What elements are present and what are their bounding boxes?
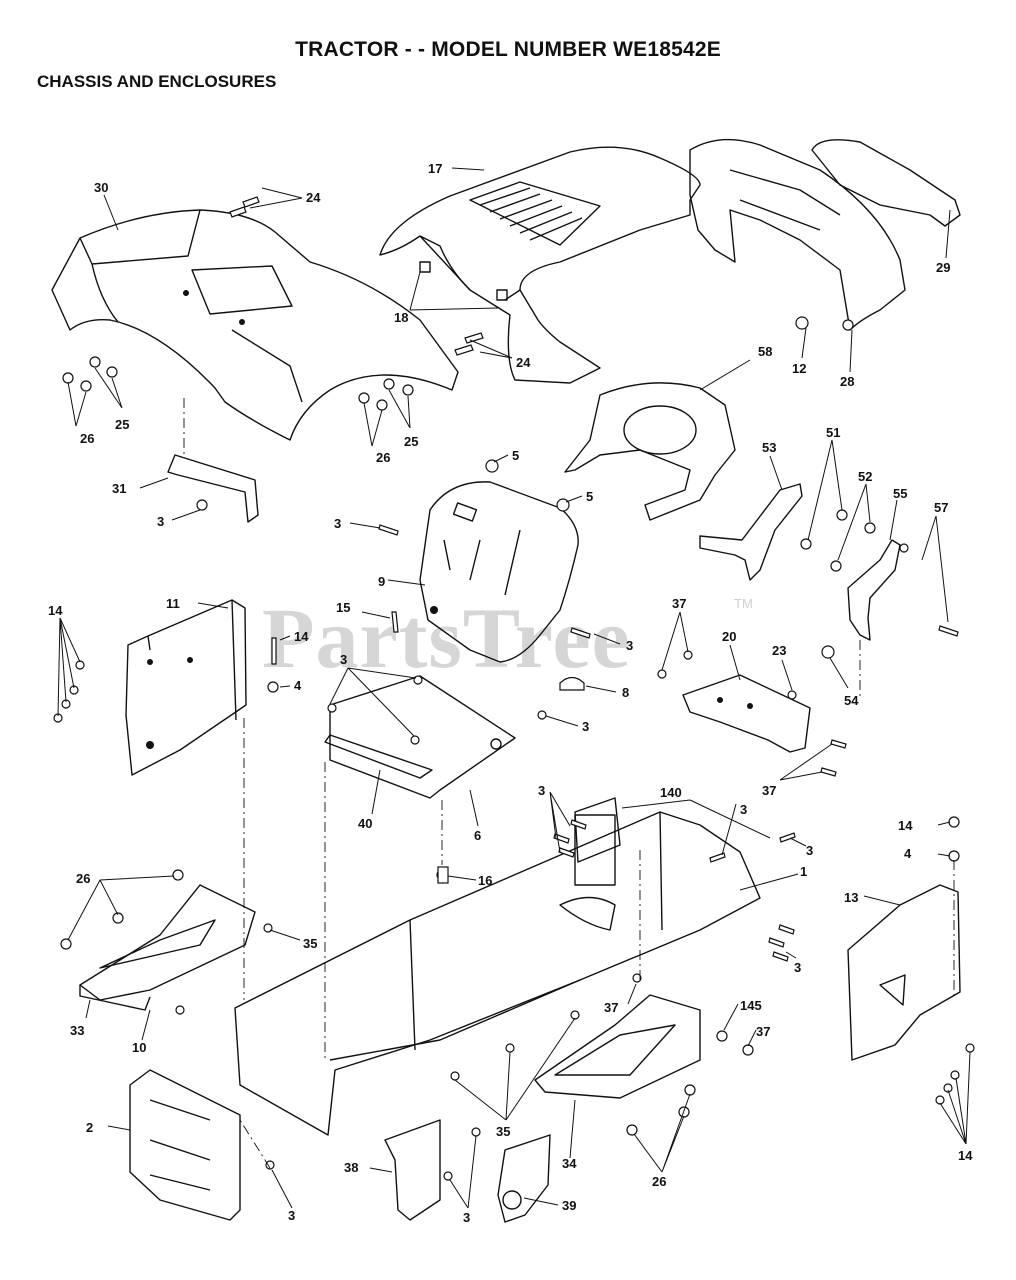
callout-3: 3 xyxy=(334,516,341,531)
callout-25: 25 xyxy=(404,434,418,449)
part-foot-pan-34[interactable] xyxy=(534,994,701,1099)
callout-26: 26 xyxy=(652,1174,666,1189)
callout-16: 16 xyxy=(478,873,492,888)
callout-23: 23 xyxy=(772,643,786,658)
callout-31: 31 xyxy=(112,481,126,496)
callout-30: 30 xyxy=(94,180,108,195)
callout-145: 145 xyxy=(740,998,762,1013)
callout-37: 37 xyxy=(762,783,776,798)
callout-12: 12 xyxy=(792,361,806,376)
callout-5: 5 xyxy=(512,448,519,463)
callout-17: 17 xyxy=(428,161,442,176)
part-side-panel-13[interactable] xyxy=(847,884,961,1061)
callout-54: 54 xyxy=(844,693,859,708)
callout-9: 9 xyxy=(378,574,385,589)
callout-6: 6 xyxy=(474,828,481,843)
callout-labels: 30 24 17 18 24 29 12 28 58 25 26 25 26 5… xyxy=(48,161,973,1225)
part-side-panel-11[interactable] xyxy=(125,599,247,776)
part-bracket-31[interactable] xyxy=(167,454,259,523)
callout-10: 10 xyxy=(132,1040,146,1055)
callout-52: 52 xyxy=(858,469,872,484)
callout-3: 3 xyxy=(288,1208,295,1223)
callout-57: 57 xyxy=(934,500,948,515)
callout-20: 20 xyxy=(722,629,736,644)
callout-40: 40 xyxy=(358,816,372,831)
callout-37: 37 xyxy=(604,1000,618,1015)
callout-53: 53 xyxy=(762,440,776,455)
callout-29: 29 xyxy=(936,260,950,275)
callout-33: 33 xyxy=(70,1023,84,1038)
callout-58: 58 xyxy=(758,344,772,359)
part-linkage-53[interactable] xyxy=(699,483,803,581)
callout-3: 3 xyxy=(626,638,633,653)
callout-3: 3 xyxy=(463,1210,470,1225)
callout-25: 25 xyxy=(115,417,129,432)
watermark-logo: PartsTree xyxy=(262,590,631,686)
part-mount-plate-20[interactable] xyxy=(682,674,811,753)
callout-37: 37 xyxy=(672,596,686,611)
callout-39: 39 xyxy=(562,1198,576,1213)
part-bracket-39[interactable] xyxy=(497,1134,551,1223)
callout-3: 3 xyxy=(740,802,747,817)
alignment-lines xyxy=(183,398,955,1169)
part-dash-panel[interactable] xyxy=(419,481,579,663)
part-plate-6[interactable] xyxy=(324,675,516,799)
callout-26: 26 xyxy=(76,871,90,886)
callout-13: 13 xyxy=(844,890,858,905)
callout-2: 2 xyxy=(86,1120,93,1135)
callout-8: 8 xyxy=(622,685,629,700)
part-air-shield[interactable] xyxy=(564,382,736,521)
callout-14: 14 xyxy=(294,629,309,644)
section-subtitle: CHASSIS AND ENCLOSURES xyxy=(37,72,277,91)
callout-14: 14 xyxy=(898,818,913,833)
callout-14: 14 xyxy=(958,1148,973,1163)
callout-3: 3 xyxy=(157,514,164,529)
callout-18: 18 xyxy=(394,310,408,325)
callout-14: 14 xyxy=(48,603,63,618)
callout-35: 35 xyxy=(496,1124,510,1139)
callout-51: 51 xyxy=(826,425,840,440)
callout-28: 28 xyxy=(840,374,854,389)
callout-24: 24 xyxy=(306,190,321,205)
callout-34: 34 xyxy=(562,1156,577,1171)
callout-5: 5 xyxy=(586,489,593,504)
part-linkage-55[interactable] xyxy=(847,539,901,641)
callout-26: 26 xyxy=(376,450,390,465)
callout-55: 55 xyxy=(893,486,907,501)
part-nose-cone[interactable] xyxy=(689,138,961,331)
callout-1: 1 xyxy=(800,864,807,879)
callout-3: 3 xyxy=(794,960,801,975)
part-hood[interactable] xyxy=(379,146,701,384)
callout-140: 140 xyxy=(660,785,682,800)
watermark-trademark: TM xyxy=(734,596,753,611)
callout-11: 11 xyxy=(166,596,180,611)
callout-35: 35 xyxy=(303,936,317,951)
callout-26: 26 xyxy=(80,431,94,446)
page-title: TRACTOR - - MODEL NUMBER WE18542E xyxy=(295,38,721,61)
callout-3: 3 xyxy=(582,719,589,734)
fasteners xyxy=(53,196,975,1181)
part-main-frame[interactable] xyxy=(234,811,761,1136)
callout-24: 24 xyxy=(516,355,531,370)
callout-15: 15 xyxy=(336,600,350,615)
callout-4: 4 xyxy=(904,846,912,861)
part-bracket-38[interactable] xyxy=(384,1119,441,1221)
callout-3: 3 xyxy=(806,843,813,858)
part-foot-pan-33[interactable] xyxy=(79,884,256,1011)
leader-lines xyxy=(57,167,971,1209)
callout-3: 3 xyxy=(340,652,347,667)
callout-37: 37 xyxy=(756,1024,770,1039)
callout-3: 3 xyxy=(538,783,545,798)
part-bracket-140[interactable] xyxy=(574,797,621,863)
part-front-bracket-2[interactable] xyxy=(129,1069,241,1221)
callout-4: 4 xyxy=(294,678,302,693)
callout-38: 38 xyxy=(344,1160,358,1175)
part-rear-fender[interactable] xyxy=(51,209,459,441)
